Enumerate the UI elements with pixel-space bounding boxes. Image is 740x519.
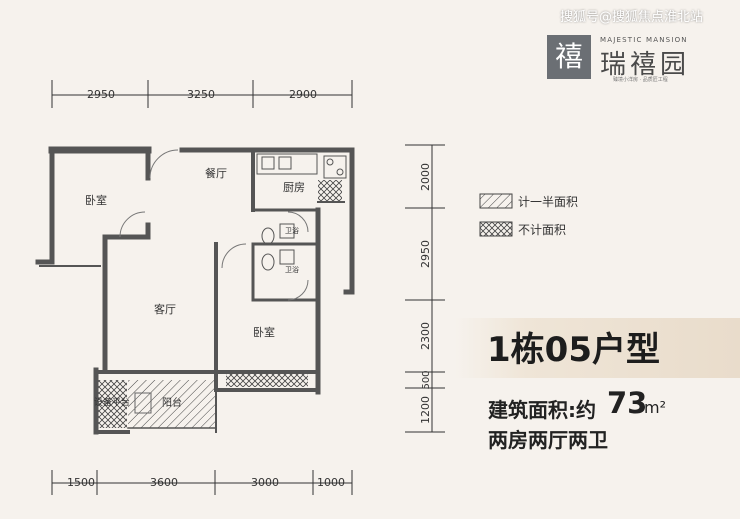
dim-right-4: 500 (421, 370, 432, 389)
bottom-dimension-line (51, 470, 353, 495)
unit-type-title: 1栋05户型 (487, 330, 660, 370)
walls (35, 146, 355, 435)
room-label-equipment: 设备平台 (94, 396, 130, 408)
top-dimension-line (51, 80, 353, 108)
dim-bottom-2: 3600 (150, 476, 178, 489)
logo-icon: 禧 (547, 35, 591, 79)
dim-top-3: 2900 (289, 88, 317, 101)
legend-label-no-area: 不计面积 (518, 223, 567, 237)
watermark: 搜狐号@搜狐焦点淮北站 (560, 10, 704, 25)
room-label-bath-2: 卫浴 (285, 265, 299, 274)
dim-bottom-4: 1000 (317, 476, 345, 489)
dim-top-2: 3250 (187, 88, 215, 101)
balcony-hatch (128, 380, 216, 428)
legend-swatch-no-area (479, 221, 513, 237)
logo-chinese: 瑞禧园 (600, 50, 691, 80)
right-dimension-line (405, 144, 445, 433)
logo-english: MAJESTIC MANSION (600, 36, 688, 44)
area-value: 73 (607, 386, 648, 420)
door-arcs (119, 149, 309, 301)
dim-bottom-1: 1500 (67, 476, 95, 489)
dim-right-1: 2000 (419, 163, 432, 191)
room-label-dining: 餐厅 (205, 166, 227, 180)
dim-top-1: 2950 (87, 88, 115, 101)
logo-tagline: 臻境小洋房 · 品质匠工程 (613, 77, 668, 83)
room-label-bath-1: 卫浴 (285, 226, 299, 235)
legend-swatch-half-area (479, 193, 513, 209)
dim-right-3: 2300 (419, 322, 432, 350)
kitchen-platform-hatch (318, 180, 342, 202)
room-label-living: 客厅 (154, 302, 176, 316)
balcony-fixtures (134, 392, 152, 414)
layout-description: 两房两厅两卫 (488, 428, 608, 452)
room-label-bedroom-left: 卧室 (85, 193, 107, 207)
equipment-hatch (96, 380, 127, 428)
dim-bottom-3: 3000 (251, 476, 279, 489)
title-banner (455, 318, 740, 378)
dim-right-2: 2950 (419, 240, 432, 268)
room-label-bedroom-right: 卧室 (253, 325, 275, 339)
area-label: 建筑面积:约 (488, 398, 596, 422)
bay-window-hatch (226, 373, 308, 387)
bathroom-fixtures (261, 223, 295, 271)
kitchen-fixtures (256, 153, 347, 179)
room-label-kitchen: 厨房 (283, 181, 305, 194)
legend-label-half-area: 计一半面积 (518, 195, 579, 209)
dim-right-5: 1200 (419, 396, 432, 424)
room-label-balcony: 阳台 (162, 396, 182, 409)
area-unit: m² (644, 398, 666, 417)
